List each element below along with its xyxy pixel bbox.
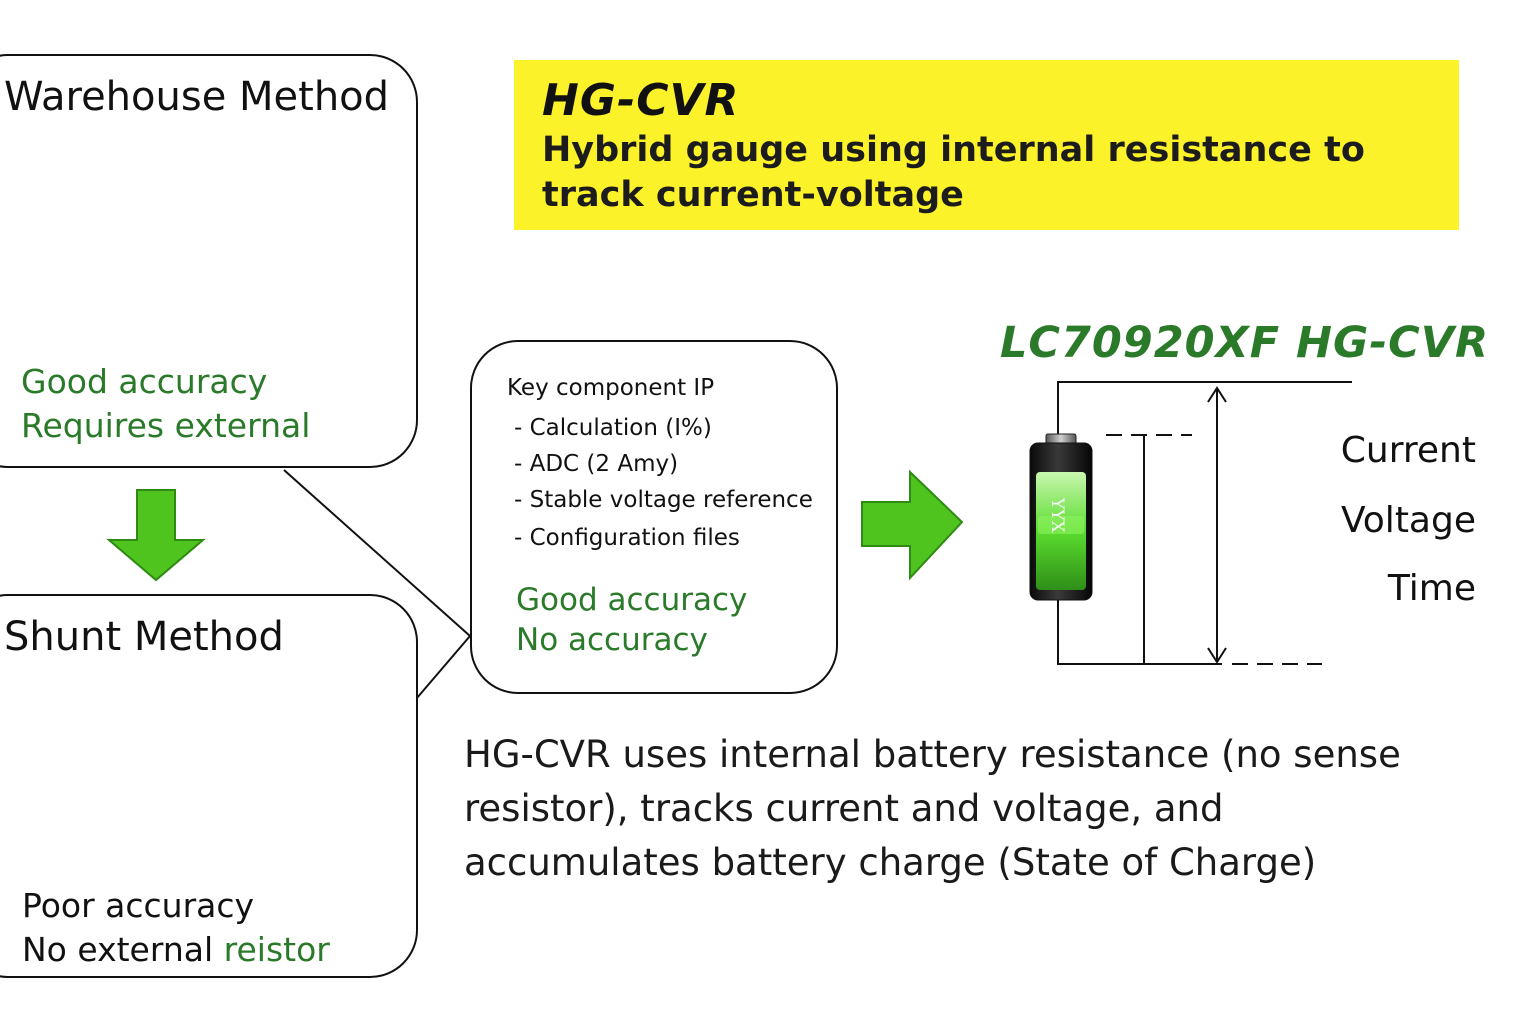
warehouse-pros: Good accuracy bbox=[21, 362, 268, 401]
ip-box bbox=[470, 340, 838, 694]
shunt-cons: No external reistor bbox=[22, 928, 330, 972]
warehouse-cons: Requires external bbox=[21, 406, 311, 445]
banner-subtitle: Hybrid gauge using internal resistance t… bbox=[542, 130, 1365, 215]
ip-note-good: Good accuracy bbox=[516, 582, 748, 618]
banner-title: HG-CVR bbox=[542, 75, 740, 126]
arrow-down-icon bbox=[106, 489, 206, 582]
label-voltage: Voltage bbox=[1340, 500, 1476, 541]
product-graph bbox=[1057, 381, 1352, 665]
ip-heading: Key component IP bbox=[507, 375, 715, 401]
shunt-cons-prefix: No external bbox=[22, 930, 224, 969]
product-title: LC70920XF HG-CVR bbox=[1000, 318, 1490, 368]
shunt-title: Shunt Method bbox=[4, 614, 284, 660]
ip-item: - ADC (2 Amy) bbox=[514, 451, 679, 477]
label-current: Current bbox=[1340, 430, 1476, 471]
summary-text: HG-CVR uses internal battery resistance … bbox=[464, 733, 1401, 884]
battery-icon bbox=[1029, 433, 1093, 601]
ip-item: - Stable voltage reference bbox=[514, 487, 813, 513]
ip-item: - Configuration files bbox=[514, 525, 740, 551]
battery-label: YYX bbox=[1047, 497, 1067, 533]
warehouse-panel bbox=[0, 54, 418, 468]
ip-item: - Calculation (I%) bbox=[514, 415, 712, 441]
arrow-right-icon bbox=[861, 469, 964, 581]
label-time: Time bbox=[1387, 568, 1476, 609]
shunt-cons-highlight: reistor bbox=[223, 930, 330, 969]
hgcvr-banner: HG-CVR Hybrid gauge using internal resis… bbox=[514, 60, 1459, 230]
warehouse-title: Warehouse Method bbox=[4, 74, 390, 120]
ip-note-no: No accuracy bbox=[516, 622, 708, 658]
shunt-panel bbox=[0, 594, 418, 978]
ip-list: - Calculation (I%) - ADC (2 Amy) - Stabl… bbox=[514, 410, 813, 556]
shunt-pros: Poor accuracy bbox=[22, 886, 255, 925]
